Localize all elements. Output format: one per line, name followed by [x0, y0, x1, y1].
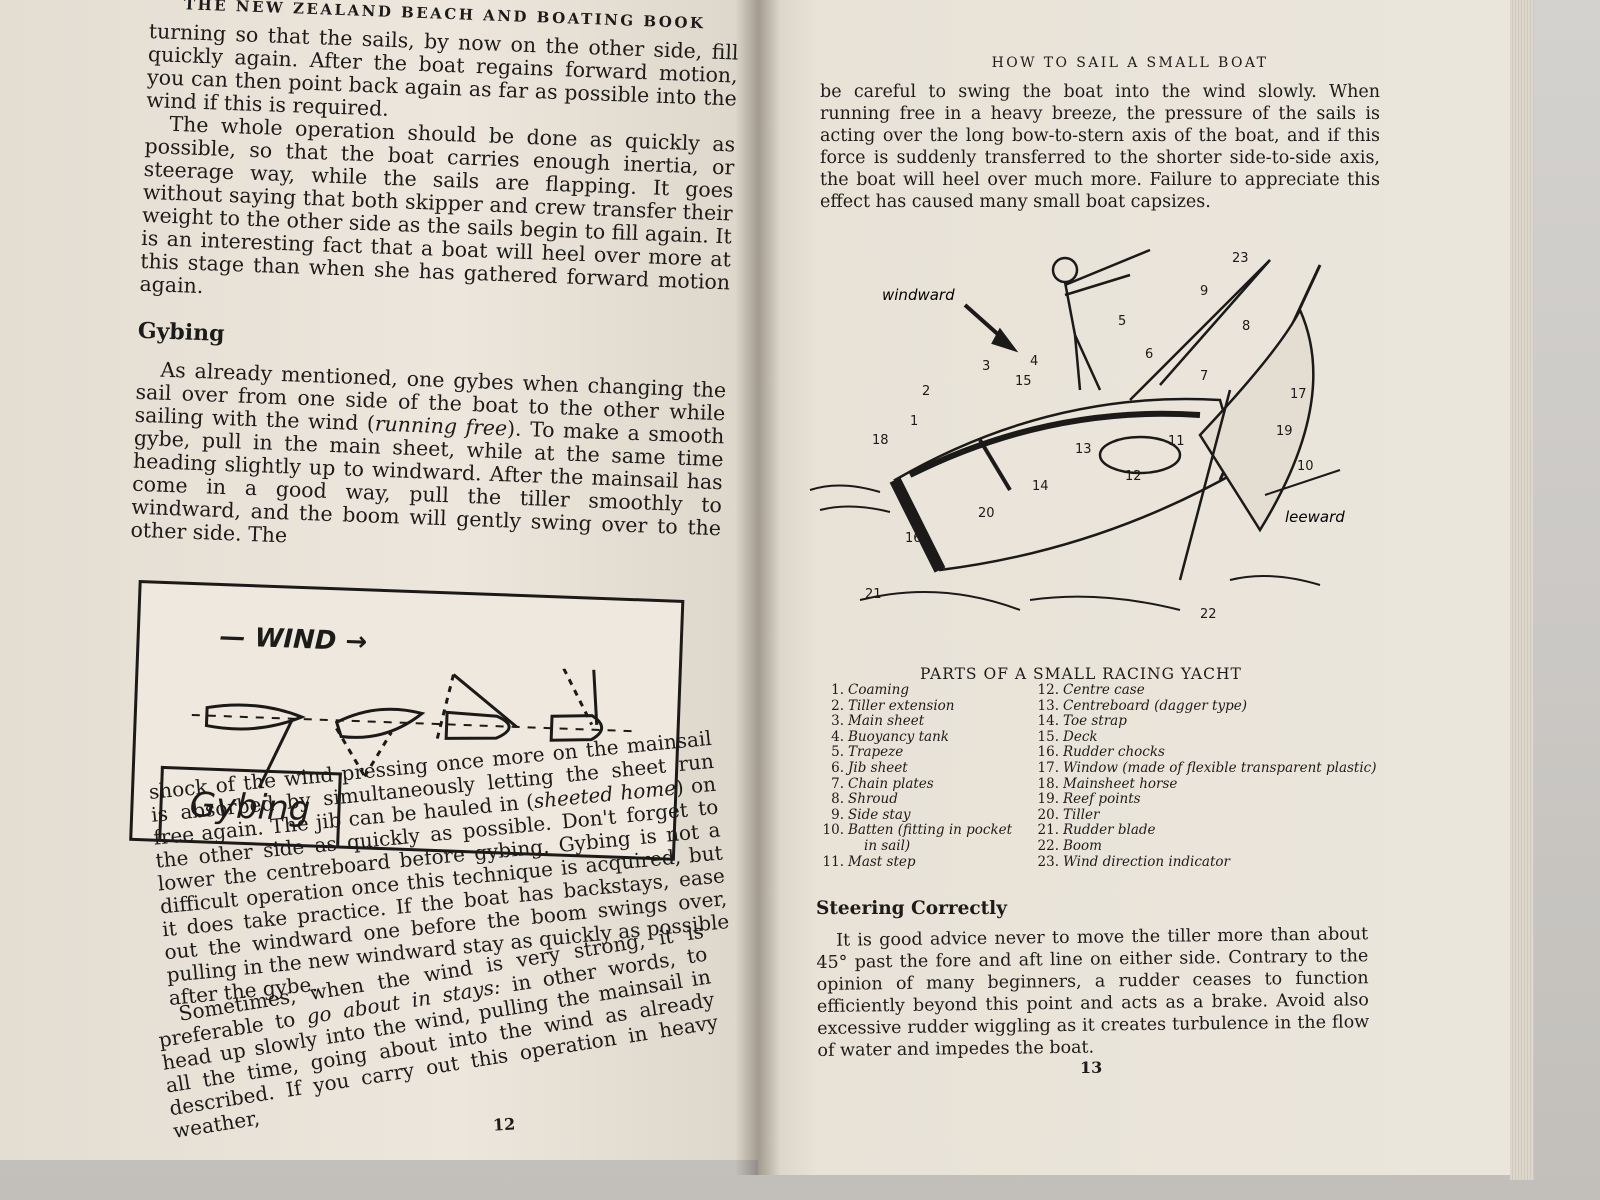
right-page-upper-text: HOW TO SAIL A SMALL BOAT be careful to s… [820, 55, 1380, 213]
part-item: 18.Mainsheet horse [1037, 775, 1178, 792]
part-label-2: 2 [922, 384, 930, 399]
leeward-pointer [1264, 469, 1341, 496]
part-item: 5.Trapeze [831, 744, 904, 761]
boat-1 [204, 703, 306, 731]
boat-2 [334, 707, 426, 739]
part-item: 4.Buoyancy tank [831, 728, 949, 745]
right-page [758, 0, 1510, 1175]
windward-label: windward [882, 286, 955, 304]
part-item: 16.Rudder chocks [1037, 744, 1165, 761]
part-item: 19.Reef points [1037, 791, 1141, 808]
part-label-21: 21 [865, 587, 882, 602]
left-paragraph-3: As already mentioned, one gybes when cha… [130, 358, 726, 563]
part-item: 21.Rudder blade [1037, 822, 1156, 839]
part-item: 3.Main sheet [831, 713, 925, 730]
part-item: 20.Tiller [1037, 806, 1100, 823]
part-label-3: 3 [982, 359, 990, 374]
part-label-4: 4 [1030, 354, 1038, 369]
side-stay [1129, 259, 1271, 401]
left-paragraph-2: The whole operation should be done as qu… [139, 111, 736, 299]
tiller-extension [978, 438, 1012, 492]
part-label-13: 13 [1075, 442, 1092, 457]
part-item: 6.Jib sheet [831, 759, 908, 776]
part-item: 7.Chain plates [831, 775, 934, 792]
boat-3 [444, 710, 511, 740]
part-item: 9.Side stay [831, 806, 911, 823]
left-page-number: 12 [492, 1114, 516, 1135]
crew-body [1063, 281, 1077, 336]
part-item: 23.Wind direction indicator [1037, 853, 1230, 870]
book-gutter [735, 0, 780, 1175]
part-label-23: 23 [1232, 251, 1249, 266]
part-label-11: 11 [1168, 434, 1185, 449]
part-item: 2.Tiller extension [831, 697, 955, 714]
part-label-22: 22 [1200, 607, 1217, 622]
right-running-head: HOW TO SAIL A SMALL BOAT [991, 55, 1269, 71]
part-label-7: 7 [1200, 369, 1208, 384]
leeward-label: leeward [1285, 508, 1345, 526]
part-label-12: 12 [1125, 469, 1142, 484]
section-heading-steering: Steering Correctly [816, 898, 1007, 919]
part-label-16: 16 [905, 531, 922, 546]
page-edges [1510, 0, 1534, 1180]
boat-4 [549, 714, 604, 742]
mainsail [1198, 307, 1315, 533]
part-item: 11.Mast step [822, 853, 916, 870]
parts-list-column-1: 1.Coaming 2.Tiller extension 3.Main shee… [822, 682, 1037, 870]
part-item: 8.Shroud [831, 791, 898, 808]
right-paragraph-2: It is good advice never to move the till… [816, 924, 1370, 1061]
coaming [908, 410, 1201, 478]
parts-list-column-2: 12.Centre case 13.Centreboard (dagger ty… [1037, 682, 1377, 870]
boat-1-pointer [257, 720, 294, 789]
part-label-19: 19 [1276, 424, 1293, 439]
part-item: 13.Centreboard (dagger type) [1037, 697, 1248, 714]
centre-case [1098, 435, 1182, 475]
part-item: 1.Coaming [831, 682, 909, 698]
part-item: 12.Centre case [1037, 682, 1145, 698]
part-label-17: 17 [1290, 387, 1307, 402]
left-page [0, 0, 760, 1160]
parts-list: 1.Coaming 2.Tiller extension 3.Main shee… [822, 682, 1382, 870]
part-label-6: 6 [1145, 347, 1153, 362]
transom [889, 477, 946, 573]
part-label-8: 8 [1242, 319, 1250, 334]
part-item: 14.Toe strap [1037, 713, 1127, 730]
boom [1178, 389, 1232, 581]
part-label-18: 18 [872, 433, 889, 448]
gybing-figure: — WIND → Gybing [129, 579, 685, 861]
wind-label: — WIND → [219, 621, 368, 658]
right-paragraph-1: be careful to swing the boat into the wi… [820, 82, 1380, 212]
part-item: 15.Deck [1037, 728, 1098, 745]
shroud [1159, 259, 1271, 386]
part-item: 17.Window (made of flexible transparent … [1037, 759, 1377, 776]
part-item: in sail) [864, 837, 911, 854]
part-label-1: 1 [910, 414, 918, 429]
part-label-15: 15 [1015, 374, 1032, 389]
part-label-20: 20 [978, 506, 995, 521]
para3-text-b: ). To make a smooth gybe, pull in the ma… [130, 416, 725, 548]
part-item: 10.Batten (fitting in pocket [822, 822, 1013, 839]
diagram-caption: PARTS OF A SMALL RACING YACHT [920, 665, 1242, 683]
part-label-14: 14 [1032, 479, 1049, 494]
part-label-9: 9 [1200, 284, 1208, 299]
water-waves [809, 484, 1321, 611]
gybing-boats-illustration [191, 667, 637, 789]
part-label-10: 10 [1297, 459, 1314, 474]
right-page-number: 13 [1080, 1058, 1103, 1077]
left-page-upper-text: THE NEW ZEALAND BEACH AND BOATING BOOK t… [119, 0, 739, 862]
crew-head [1051, 256, 1079, 284]
part-label-5: 5 [1118, 314, 1126, 329]
section-heading-gybing: Gybing [137, 317, 225, 347]
part-item: 22.Boom [1037, 837, 1102, 854]
racing-yacht-diagram: windward leeward 1 2 3 4 5 6 7 8 9 10 11… [809, 248, 1345, 622]
